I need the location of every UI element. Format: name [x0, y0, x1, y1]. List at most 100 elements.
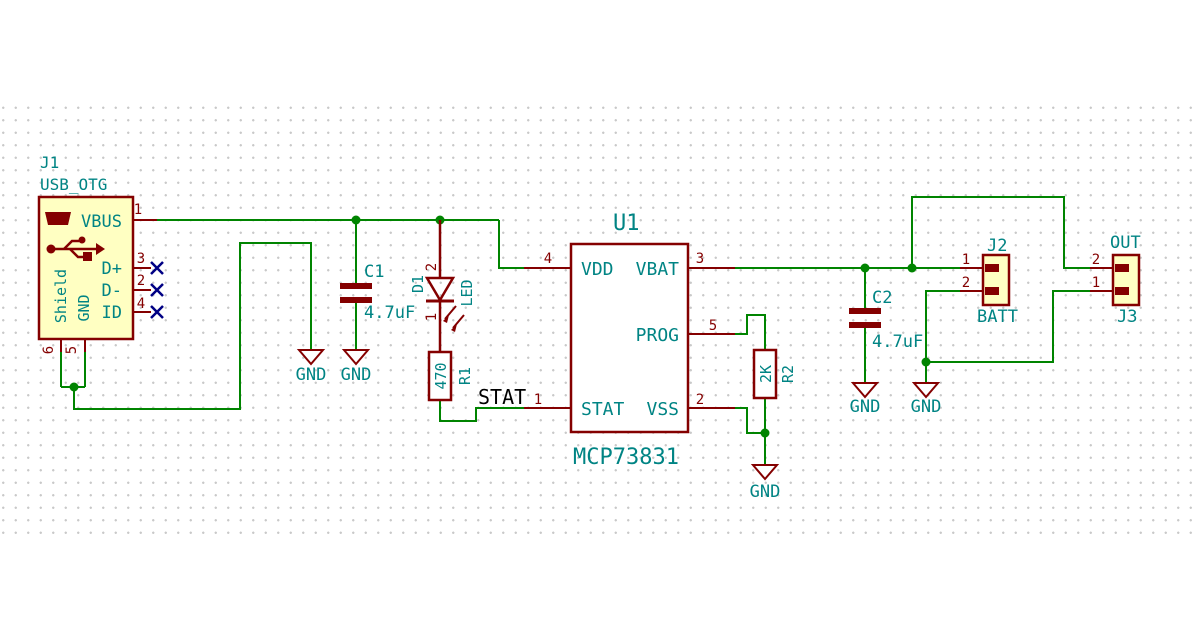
ground-labels: GND GND GND GND GND	[296, 365, 942, 502]
j3-body[interactable]	[1111, 253, 1141, 307]
j3-pin-number-1: 1	[1092, 275, 1100, 291]
usb-plug-icon	[45, 212, 71, 225]
usb-trident-lower	[69, 248, 83, 259]
ground-symbols	[296, 349, 941, 481]
j1-pin-number-shield: 6	[41, 346, 57, 354]
u1-pin-number-prog: 5	[709, 318, 717, 334]
junction-dot	[760, 428, 770, 438]
r1-body[interactable]	[427, 350, 453, 402]
usb-trident-arrow	[96, 243, 105, 255]
gnd-label: GND	[850, 397, 881, 417]
led-emission-arrows-icon	[444, 305, 465, 329]
usb-trident-circle	[46, 244, 56, 254]
j2-pin-stubs	[960, 267, 983, 292]
j1-pin-name-dminus: D-	[102, 281, 122, 301]
d1-symbol	[424, 220, 465, 352]
r2-ref: R2	[779, 365, 797, 383]
c2-plate-top	[849, 308, 881, 314]
junction-dot	[860, 263, 870, 273]
u1-pin-name-vbat: VBAT	[636, 259, 680, 280]
j3-pin2-pad	[1115, 264, 1129, 272]
u1-pin-name-stat: STAT	[581, 399, 625, 420]
j1-pin-name-dplus: D+	[102, 259, 122, 279]
u1-pin-number-vdd: 4	[544, 251, 552, 267]
j2-ref: J2	[987, 236, 1007, 256]
net-out-minus-wire[interactable]	[926, 290, 1090, 363]
capacitor-c1[interactable]: C1 4.7uF	[340, 262, 415, 323]
j1-pin-name-id: ID	[102, 303, 122, 323]
gnd-symbol-c1[interactable]	[341, 349, 371, 366]
wires	[60, 196, 1090, 465]
j1-pin-number-gnd: 5	[64, 346, 80, 354]
gnd-symbol-shield[interactable]	[296, 349, 326, 366]
j2-value: BATT	[977, 307, 1018, 327]
j1-pin-name-shield: Shield	[52, 269, 70, 323]
junction-dot	[69, 382, 79, 392]
j3-value: OUT	[1110, 233, 1141, 253]
u1-ref: U1	[613, 211, 640, 236]
j1-pin-stubs	[60, 219, 157, 352]
gnd-label: GND	[296, 365, 327, 385]
d1-pin-number-bottom: 1	[424, 313, 440, 321]
net-out-wire[interactable]	[911, 196, 1090, 269]
resistor-r2[interactable]: 2K R2	[752, 348, 797, 400]
usb-trident-square	[83, 252, 92, 261]
usb-trident-dot	[78, 236, 86, 244]
u1-pin-number-vss: 2	[696, 392, 704, 408]
net-batt-minus-wire[interactable]	[925, 290, 960, 383]
j1-pin-name-vbus: VBUS	[81, 212, 122, 232]
j2-body[interactable]	[981, 253, 1011, 307]
u1-body[interactable]	[569, 242, 690, 434]
j2-pin-number-2: 2	[962, 275, 970, 291]
j1-pin-number-id: 4	[137, 296, 145, 312]
u1-pin-number-stat: 1	[534, 392, 542, 408]
no-connect-x-icon	[150, 283, 164, 297]
led-d1[interactable]: 2 1 D1 LED	[409, 220, 476, 352]
gnd-symbol-c2[interactable]	[850, 382, 880, 399]
c1-ref: C1	[364, 262, 384, 282]
gnd-symbol-vss[interactable]	[750, 464, 780, 481]
no-connect-x-icon	[150, 261, 164, 275]
gnd-symbol-batt[interactable]	[911, 382, 941, 399]
connector-j2[interactable]: J2 BATT 1 2	[960, 236, 1018, 327]
led-arrowhead-icon	[451, 324, 457, 332]
j1-pin-number-dplus: 3	[137, 251, 145, 267]
capacitor-c2[interactable]: C2 4.7uF	[849, 288, 923, 352]
junction-dot	[921, 357, 931, 367]
u1-pin-name-vdd: VDD	[581, 259, 614, 280]
r2-value: 2K	[757, 365, 775, 383]
j3-pin1-pad	[1115, 287, 1129, 295]
j3-pin-number-2: 2	[1092, 252, 1100, 268]
net-stat-wire[interactable]	[439, 400, 524, 422]
c2-ref: C2	[872, 288, 892, 308]
gnd-label: GND	[750, 482, 781, 502]
connector-j1[interactable]: J1 USB_OTG VBUS D+ D- ID Shield GND	[37, 153, 164, 354]
c1-plate-bottom	[340, 297, 372, 303]
resistor-r1[interactable]: 470 R1	[427, 350, 474, 402]
stat-net-label: STAT	[478, 385, 526, 409]
c1-value: 4.7uF	[364, 303, 415, 323]
net-vbus-wire[interactable]	[157, 219, 524, 269]
d1-ref: D1	[409, 275, 427, 293]
j2-pin1-pad	[985, 264, 999, 272]
ic-u1[interactable]: U1 MCP73831 VDD VBAT PROG STAT VSS 4 3 5…	[524, 211, 735, 470]
u1-pin-number-vbat: 3	[696, 251, 704, 267]
u1-pin-stubs	[524, 267, 735, 409]
usb-trident-icon	[50, 239, 96, 259]
d1-value: LED	[458, 279, 476, 306]
j3-pin-stubs	[1090, 267, 1113, 292]
r2-body[interactable]	[752, 348, 778, 400]
connector-j3[interactable]: OUT J3 2 1	[1090, 233, 1141, 327]
no-connect-x-icon	[150, 305, 164, 319]
r1-value: 470	[432, 362, 450, 389]
net-prog-wire[interactable]	[735, 314, 766, 350]
c2-plate-bottom	[849, 322, 881, 328]
net-vss-gnd-wire[interactable]	[735, 398, 766, 465]
j3-ref: J3	[1117, 307, 1137, 327]
j1-ref: J1	[40, 153, 59, 172]
junction-dot	[351, 215, 361, 225]
net-shield-gnd-wire[interactable]	[60, 242, 312, 410]
c2-value: 4.7uF	[872, 332, 923, 352]
